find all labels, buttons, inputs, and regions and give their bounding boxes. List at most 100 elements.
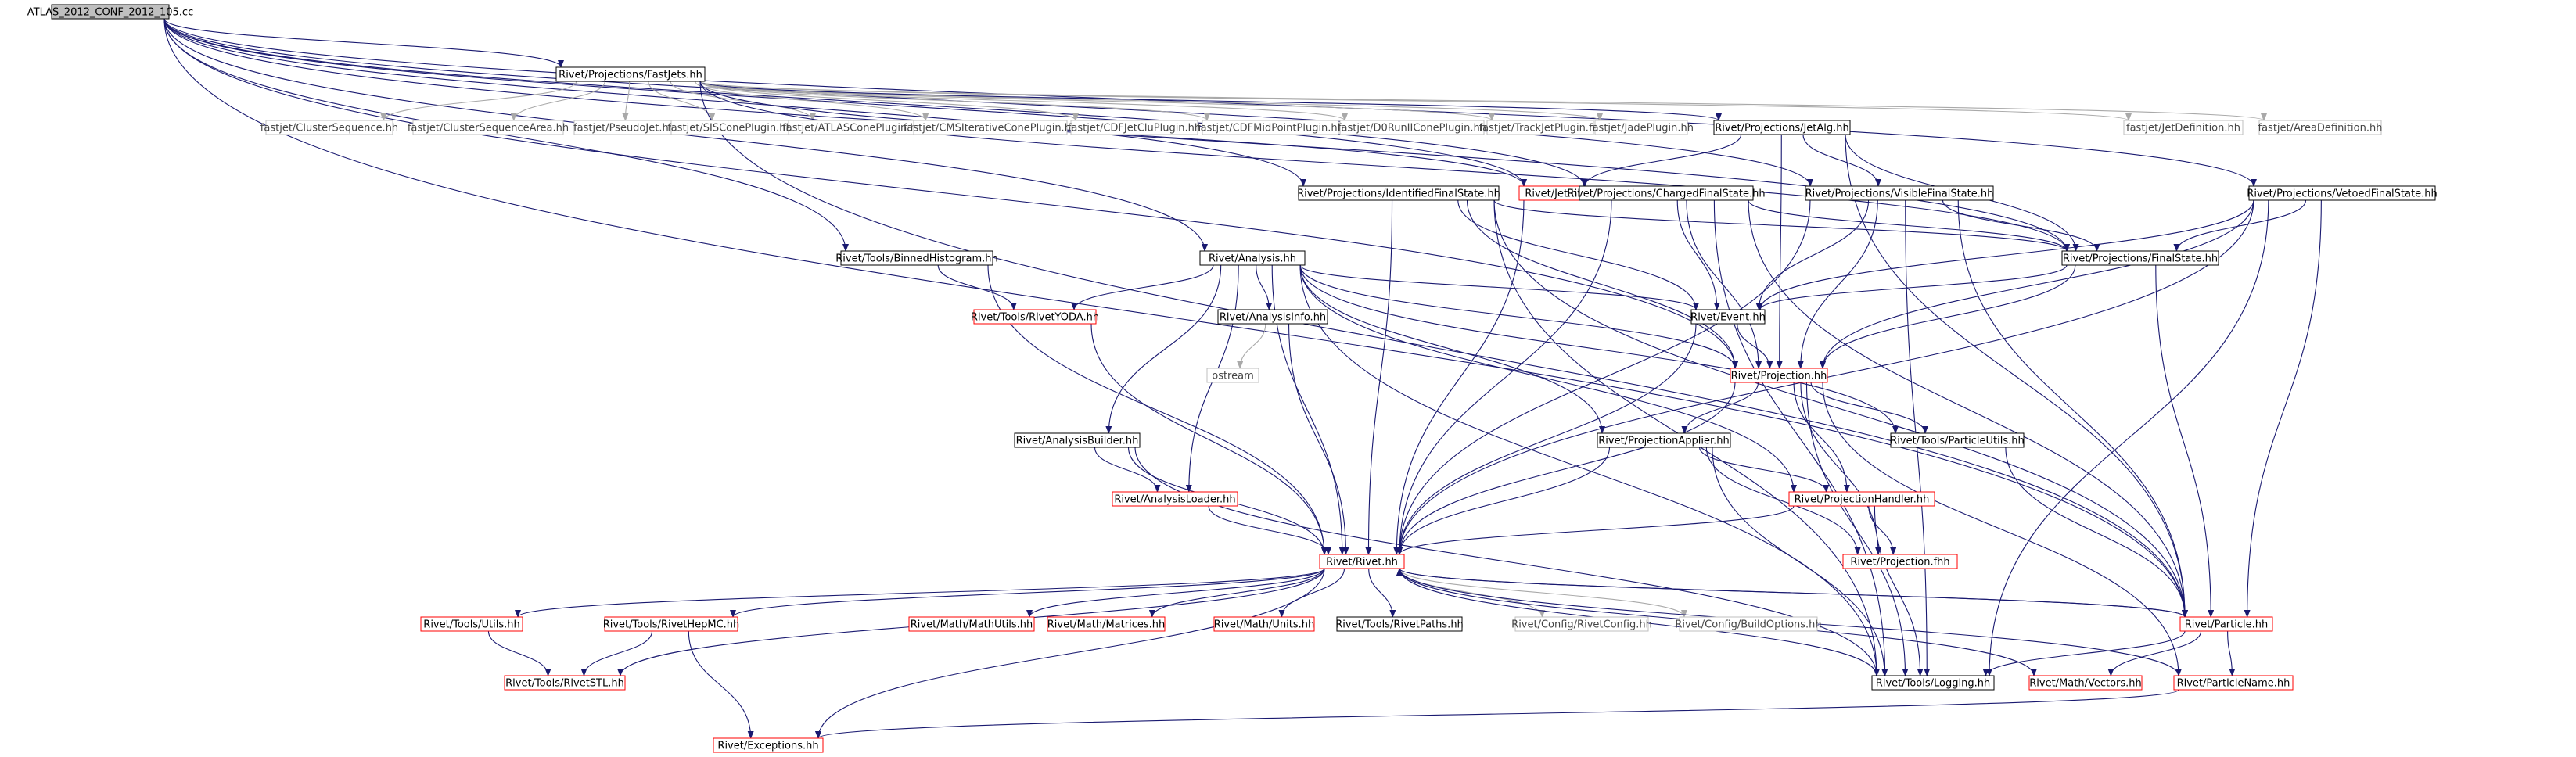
include-edge [1982, 630, 2186, 676]
file-label: fastjet/CMSIterativeConePlugin.hh [904, 123, 1077, 135]
file-node-matrices[interactable]: Rivet/Math/Matrices.hh [1047, 616, 1166, 632]
include-edge [2005, 447, 2188, 618]
file-label: Rivet/Projections/ChargedFinalState.hh [1567, 188, 1765, 200]
include-edge [699, 81, 1722, 121]
file-node-particle[interactable]: Rivet/Particle.hh [2179, 616, 2273, 632]
file-node-exceptions[interactable]: Rivet/Exceptions.hh [713, 737, 824, 753]
file-box [2061, 250, 2219, 266]
file-label: Rivet/Projections/VisibleFinalState.hh [1805, 188, 1994, 200]
file-box [1339, 120, 1485, 135]
file-node-rivetyoda[interactable]: Rivet/Tools/RivetYODA.hh [971, 309, 1099, 325]
include-edge [1396, 199, 1612, 555]
include-edge [1299, 264, 1880, 676]
file-node-projfhh[interactable]: Rivet/Projection.fhh [1842, 554, 1958, 569]
file-node-analysis[interactable]: Rivet/Analysis.hh [1199, 250, 1306, 266]
include-edge [1868, 505, 1897, 555]
include-edge [1396, 505, 1795, 555]
file-node-cluster-seq: fastjet/ClusterSequence.hh [260, 120, 398, 135]
file-box [1298, 185, 1500, 201]
file-node-rivetstl[interactable]: Rivet/Tools/RivetSTL.hh [504, 675, 626, 691]
file-label: Rivet/Projection.hh [1731, 371, 1827, 382]
file-box [1486, 120, 1594, 135]
include-edge [2227, 630, 2236, 676]
file-node-idfs[interactable]: Rivet/Projections/IdentifiedFinalState.h… [1297, 185, 1500, 201]
include-edge [1493, 199, 2070, 252]
file-node-rivet[interactable]: Rivet/Rivet.hh [1319, 554, 1405, 569]
include-edge [1368, 568, 1396, 618]
file-node-analysisbuilder[interactable]: Rivet/AnalysisBuilder.hh [1014, 432, 1141, 448]
file-node-vectors[interactable]: Rivet/Math/Vectors.hh [2028, 675, 2143, 691]
file-node-rivethepmc[interactable]: Rivet/Tools/RivetHepMC.hh [603, 616, 740, 632]
file-box [504, 675, 626, 691]
file-box [1047, 616, 1166, 632]
file-node-buildoptions: Rivet/Config/BuildOptions.hh [1675, 616, 1822, 632]
include-edge [1299, 264, 1899, 434]
file-node-vetofs[interactable]: Rivet/Projections/VetoedFinalState.hh [2247, 185, 2438, 201]
file-node-logging[interactable]: Rivet/Tools/Logging.hh [1871, 675, 1995, 691]
file-box [1713, 120, 1851, 135]
file-box [2248, 185, 2436, 201]
file-node-fastjets[interactable]: Rivet/Projections/FastJets.hh [555, 66, 706, 82]
file-label: fastjet/AreaDefinition.hh [2258, 123, 2383, 135]
file-node-event[interactable]: Rivet/Event.hh [1690, 309, 1766, 325]
file-box [1788, 491, 1935, 507]
file-node-particlename[interactable]: Rivet/ParticleName.hh [2173, 675, 2294, 691]
include-edge [163, 18, 1587, 187]
file-label: fastjet/ClusterSequenceArea.hh [408, 123, 569, 135]
file-box [1597, 432, 1731, 448]
file-node-particleutils[interactable]: Rivet/Tools/ParticleUtils.hh [1890, 432, 2025, 448]
edges-layer [163, 18, 2322, 739]
file-node-finalstate[interactable]: Rivet/Projections/FinalState.hh [2061, 250, 2219, 266]
file-box [1679, 616, 1818, 632]
include-edge [1299, 264, 1738, 369]
file-node-analysisinfo[interactable]: Rivet/AnalysisInfo.hh [1217, 309, 1328, 325]
file-label: Rivet/Tools/Utils.hh [423, 619, 519, 631]
file-box [555, 66, 706, 82]
file-box [412, 120, 564, 135]
file-node-projapplier[interactable]: Rivet/ProjectionApplier.hh [1597, 432, 1731, 448]
file-box [1594, 120, 1688, 135]
include-edge [695, 81, 929, 121]
file-node-utils[interactable]: Rivet/Tools/Utils.hh [420, 616, 523, 632]
file-node-projhandler[interactable]: Rivet/ProjectionHandler.hh [1788, 491, 1935, 507]
file-node-projection[interactable]: Rivet/Projection.hh [1730, 368, 1828, 383]
file-node-root: ATLAS_2012_CONF_2012_105.cc [27, 4, 193, 20]
include-edge [688, 630, 754, 739]
include-edge [163, 18, 1738, 369]
include-edge [1493, 199, 2188, 618]
file-label: Rivet/Config/RivetConfig.hh [1511, 619, 1652, 631]
file-node-cdfjetclu: fastjet/CDFJetCluPlugin.hh [1068, 120, 1201, 135]
include-edge [1396, 568, 2186, 618]
file-node-rivetpaths[interactable]: Rivet/Tools/RivetPaths.hh [1335, 616, 1464, 632]
file-box [840, 250, 993, 266]
file-node-chfs[interactable]: Rivet/Projections/ChargedFinalState.hh [1567, 185, 1766, 201]
file-box [1213, 616, 1315, 632]
include-edge [1399, 568, 1546, 618]
include-edge [1071, 264, 1214, 310]
file-node-binnedhist[interactable]: Rivet/Tools/BinnedHistogram.hh [835, 250, 998, 266]
include-edge [2244, 199, 2322, 618]
file-label: Rivet/Analysis.hh [1209, 253, 1296, 265]
file-box [1202, 120, 1339, 135]
file-label: Rivet/Tools/RivetSTL.hh [505, 678, 624, 690]
include-edge [699, 81, 2132, 121]
file-node-mathutils[interactable]: Rivet/Math/MathUtils.hh [908, 616, 1035, 632]
file-node-cluster-seq-area: fastjet/ClusterSequenceArea.hh [408, 120, 569, 135]
file-node-jetalg[interactable]: Rivet/Projections/JetAlg.hh [1713, 120, 1851, 135]
file-label: Rivet/Projection.fhh [1850, 557, 1949, 569]
file-label: Rivet/Event.hh [1690, 312, 1766, 324]
include-edge [699, 81, 2267, 121]
file-node-visfs[interactable]: Rivet/Projections/VisibleFinalState.hh [1805, 185, 1994, 201]
file-node-jetdef: fastjet/JetDefinition.hh [2123, 120, 2244, 135]
file-node-areadef: fastjet/AreaDefinition.hh [2258, 120, 2383, 135]
file-box [1336, 616, 1463, 632]
file-node-analysisloader[interactable]: Rivet/AnalysisLoader.hh [1112, 491, 1238, 507]
file-node-units[interactable]: Rivet/Math/Units.hh [1213, 616, 1315, 632]
file-label: Rivet/Projections/VetoedFinalState.hh [2247, 188, 2437, 200]
file-label: fastjet/JetDefinition.hh [2126, 123, 2240, 135]
file-node-jet[interactable]: Rivet/Jet.hh [1518, 185, 1590, 201]
include-edge [1134, 447, 1880, 676]
include-edge [699, 81, 2070, 252]
file-box [1112, 491, 1238, 507]
